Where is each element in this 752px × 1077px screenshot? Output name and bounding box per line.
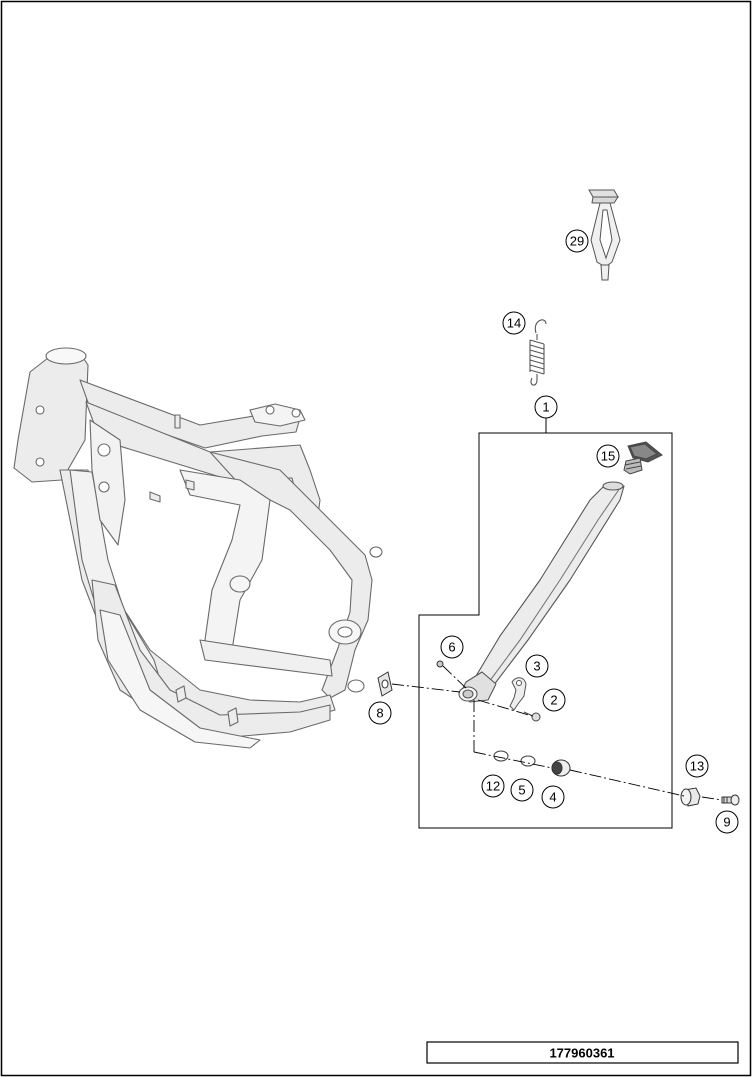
part-4-bushing: [551, 759, 571, 777]
drawing-number-box: 177960361: [426, 1041, 739, 1064]
part-3-bracket: [509, 677, 527, 711]
callout-8: 8: [368, 701, 392, 725]
part-2-screw: [523, 711, 541, 722]
callout-1: 1: [534, 395, 558, 419]
svg-text:14: 14: [507, 316, 521, 331]
callout-15: 15: [596, 444, 620, 468]
part-15-rubber-pad: [623, 441, 663, 475]
part-8-nut-plate: [377, 671, 393, 697]
svg-text:29: 29: [570, 234, 584, 249]
svg-text:5: 5: [518, 783, 525, 798]
callout-2: 2: [542, 688, 566, 712]
side-stand-leg: [458, 481, 625, 703]
svg-text:13: 13: [690, 759, 704, 774]
part-5-washer: [520, 755, 536, 767]
part-13-sleeve: [680, 787, 701, 807]
svg-text:2: 2: [550, 693, 557, 708]
part-9-bolt: [721, 794, 740, 806]
svg-text:9: 9: [723, 815, 730, 830]
part-6-screw: [436, 660, 444, 668]
part-12-washer: [493, 750, 509, 762]
svg-text:8: 8: [376, 706, 383, 721]
svg-text:15: 15: [601, 449, 615, 464]
svg-text:6: 6: [448, 640, 455, 655]
svg-text:3: 3: [533, 659, 540, 674]
callout-5: 5: [510, 778, 534, 802]
part-29-tool: [588, 189, 621, 281]
callout-9: 9: [715, 810, 739, 834]
callout-29: 29: [565, 229, 589, 253]
callout-13: 13: [685, 754, 709, 778]
callout-14: 14: [502, 311, 526, 335]
svg-text:4: 4: [549, 790, 556, 805]
alignment-lines: [391, 665, 723, 801]
part-14-spring: [529, 319, 547, 386]
assembly-1-box: [418, 432, 673, 829]
callout-12: 12: [481, 774, 505, 798]
svg-text:1: 1: [542, 400, 549, 415]
frame-drawing: [13, 347, 383, 749]
callout-3: 3: [525, 654, 549, 678]
drawing-number: 177960361: [549, 1046, 614, 1061]
callout-6: 6: [440, 635, 464, 659]
callout-4: 4: [541, 785, 565, 809]
svg-text:12: 12: [486, 779, 500, 794]
